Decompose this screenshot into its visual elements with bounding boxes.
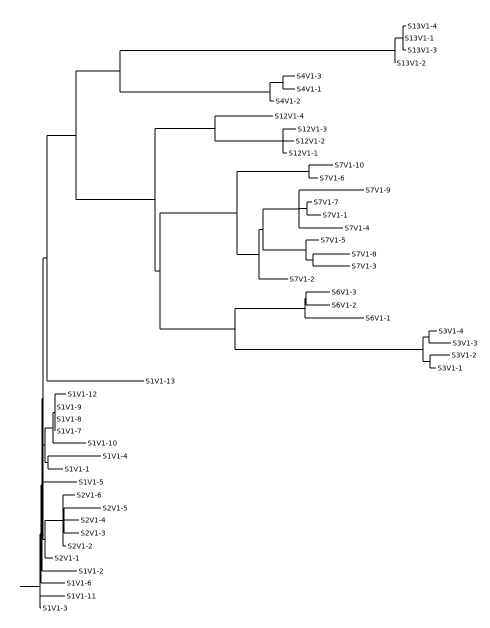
leaf-label-S3V1-2: S3V1-2 <box>452 352 477 360</box>
leaf-label-S3V1-3: S3V1-3 <box>453 340 478 348</box>
leaf-label-S13V1-1: S13V1-1 <box>405 35 435 43</box>
leaf-label-S3V1-4: S3V1-4 <box>439 328 465 336</box>
leaf-label-S1V1-10: S1V1-10 <box>88 440 118 448</box>
leaf-label-S6V1-3: S6V1-3 <box>332 289 357 297</box>
leaf-label-S2V1-5: S2V1-5 <box>103 505 128 513</box>
leaf-label-S4V1-2: S4V1-2 <box>276 98 301 106</box>
leaf-label-S7V1-9: S7V1-9 <box>366 187 391 195</box>
leaf-label-S1V1-1: S1V1-1 <box>65 466 90 474</box>
leaf-label-S2V1-3: S2V1-3 <box>81 530 106 538</box>
leaf-label-S1V1-8: S1V1-8 <box>57 416 82 424</box>
leaf-label-S13V1-3: S13V1-3 <box>408 47 438 55</box>
leaf-label-S6V1-1: S6V1-1 <box>366 315 391 323</box>
leaf-label-S7V1-10: S7V1-10 <box>335 162 365 170</box>
leaf-label-S1V1-12: S1V1-12 <box>68 391 98 399</box>
leaf-label-S13V1-2: S13V1-2 <box>397 60 427 68</box>
leaf-label-S12V1-4: S12V1-4 <box>275 113 305 121</box>
leaf-label-S2V1-1: S2V1-1 <box>55 555 80 563</box>
leaf-label-S7V1-5: S7V1-5 <box>321 237 346 245</box>
leaf-label-S1V1-9: S1V1-9 <box>57 404 82 412</box>
leaf-label-S3V1-1: S3V1-1 <box>438 365 463 373</box>
tree-labels: S1V1-3 S1V1-11 S1V1-6 S1V1-2 S2V1-1 S2V1-2 S2V… <box>43 23 478 613</box>
leaf-label-S1V1-11: S1V1-11 <box>67 593 97 601</box>
leaf-label-S7V1-7: S7V1-7 <box>314 199 339 207</box>
leaf-label-S7V1-3: S7V1-3 <box>352 263 377 271</box>
leaf-label-S7V1-2: S7V1-2 <box>290 276 315 284</box>
leaf-label-S2V1-2: S2V1-2 <box>68 543 93 551</box>
tree-edges <box>20 25 451 609</box>
leaf-label-S7V1-6: S7V1-6 <box>320 175 346 183</box>
leaf-label-S2V1-6: S2V1-6 <box>77 492 103 500</box>
leaf-label-S6V1-2: S6V1-2 <box>332 302 357 310</box>
leaf-label-S13V1-4: S13V1-4 <box>408 23 438 31</box>
leaf-label-S7V1-4: S7V1-4 <box>345 225 371 233</box>
leaf-label-S1V1-3: S1V1-3 <box>43 605 68 613</box>
leaf-label-S7V1-8: S7V1-8 <box>352 251 377 259</box>
leaf-label-S2V1-4: S2V1-4 <box>81 517 107 525</box>
leaf-label-S1V1-13: S1V1-13 <box>146 378 176 386</box>
leaf-label-S4V1-3: S4V1-3 <box>297 73 322 81</box>
leaf-label-S12V1-1: S12V1-1 <box>289 150 319 158</box>
leaf-label-S1V1-7: S1V1-7 <box>57 428 82 436</box>
leaf-label-S1V1-6: S1V1-6 <box>67 580 93 588</box>
leaf-label-S1V1-2: S1V1-2 <box>79 568 104 576</box>
leaf-label-S1V1-4: S1V1-4 <box>103 453 129 461</box>
leaf-label-S4V1-1: S4V1-1 <box>297 86 322 94</box>
leaf-label-S12V1-2: S12V1-2 <box>296 138 326 146</box>
leaf-label-S1V1-5: S1V1-5 <box>79 479 104 487</box>
leaf-label-S7V1-1: S7V1-1 <box>323 212 348 220</box>
leaf-label-S12V1-3: S12V1-3 <box>298 126 328 134</box>
